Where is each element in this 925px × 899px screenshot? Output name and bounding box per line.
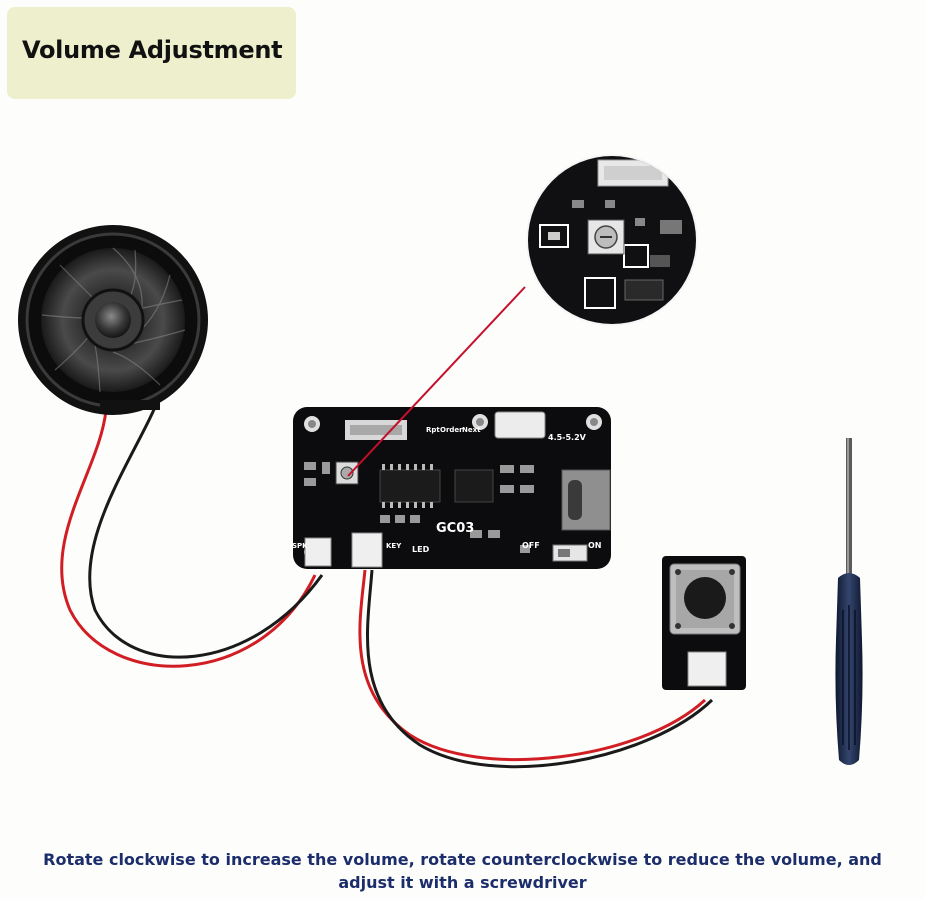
speaker-icon [18,225,208,415]
speaker-wires [62,395,322,666]
next-label: Next [462,426,481,434]
push-button-icon [662,556,746,690]
voltage-label: 4.5-5.2V [548,433,587,442]
on-label: ON [588,541,602,550]
gc03-board: GC03 4.5-5.2V Rpt Order Next SPK KEY LED… [292,407,611,569]
order-label: Order [440,426,463,434]
board-model-label: GC03 [436,521,474,536]
key-label: KEY [386,542,402,550]
rpt-label: Rpt [426,426,440,434]
led-label: LED [412,545,430,554]
zoom-inset [520,150,710,330]
potentiometer-icon [588,220,624,254]
caption-line-2: adjust it with a screwdriver [0,871,925,894]
off-label: OFF [522,541,540,550]
caption-line-1: Rotate clockwise to increase the volume,… [0,848,925,871]
screwdriver-icon [835,438,862,765]
spk-label: SPK [292,542,308,550]
button-wires [360,570,712,767]
instruction-caption: Rotate clockwise to increase the volume,… [0,848,925,894]
